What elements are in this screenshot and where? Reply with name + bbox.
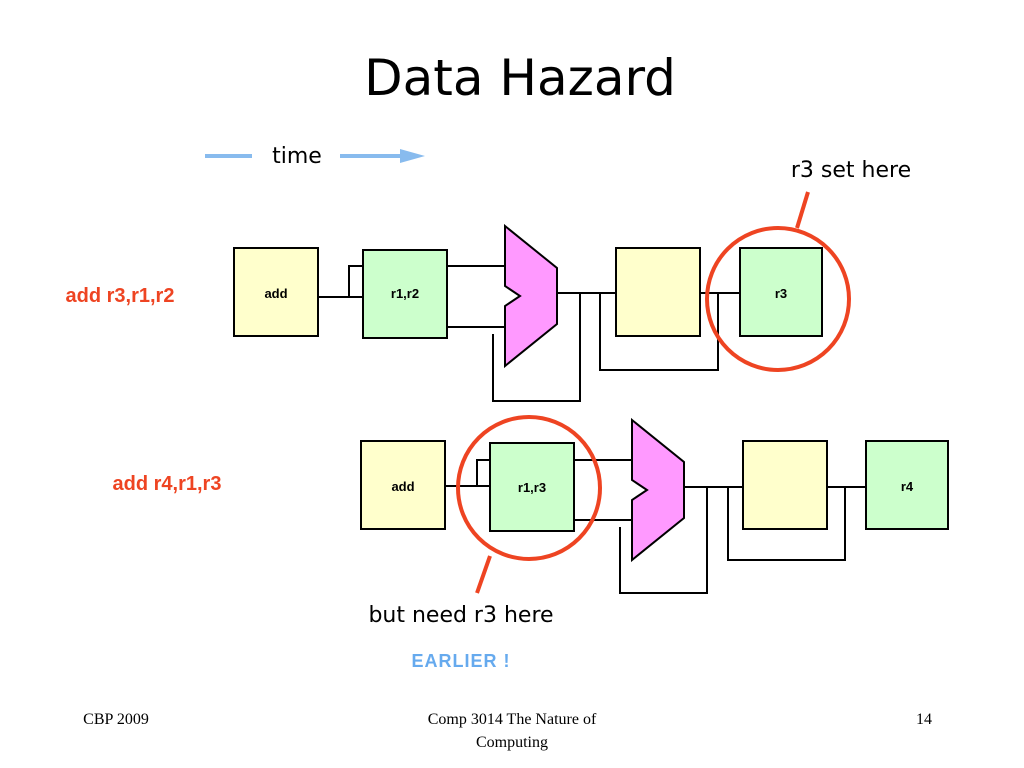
time-label: time: [272, 144, 322, 169]
callout-set-here: r3 set here: [791, 158, 911, 183]
footer-page-number: 14: [916, 711, 932, 728]
footer-left: CBP 2009: [83, 711, 149, 728]
pipeline-2-fetch-label: add: [391, 479, 414, 494]
time-arrow-head: [400, 149, 425, 163]
pipeline-1-alu: [504, 223, 558, 369]
footer-center-line2: Computing: [476, 734, 548, 751]
callout-set-pointer: [795, 191, 810, 229]
pipeline-2: add r4,r1,r3 add r1,r3 r4: [113, 415, 949, 594]
pipeline-1-writeback-label: r3: [775, 286, 787, 301]
pipeline-1: add r3,r1,r2 add r1,r2 r3: [66, 223, 851, 402]
footer-center-line1: Comp 3014 The Nature of: [428, 711, 597, 728]
time-arrow: time: [205, 144, 425, 169]
pipeline-1-decode-stage: [362, 249, 448, 339]
pipeline-2-instruction: add r4,r1,r3: [113, 473, 222, 495]
slide-title: Data Hazard: [364, 49, 676, 107]
pipeline-2-writeback-label: r4: [901, 479, 914, 494]
highlight-circle-r3-set: [705, 226, 851, 372]
pipeline-2-memory-stage: [742, 440, 828, 530]
pipeline-1-instruction: add r3,r1,r2: [66, 285, 175, 307]
pipeline-1-wires: [318, 265, 740, 402]
pipeline-2-fetch-stage: [360, 440, 446, 530]
callout-earlier: EARLIER !: [412, 651, 511, 671]
pipeline-1-writeback-stage: [739, 247, 823, 337]
pipeline-1-fetch-stage: [233, 247, 319, 337]
pipeline-2-writeback-stage: [865, 440, 949, 530]
highlight-circle-r3-needed: [456, 415, 602, 561]
pipeline-2-decode-label: r1,r3: [518, 480, 546, 495]
pipeline-1-decode-label: r1,r2: [391, 286, 419, 301]
pipeline-1-memory-stage: [615, 247, 701, 337]
pipeline-2-alu: [631, 417, 685, 563]
pipeline-1-fetch-label: add: [264, 286, 287, 301]
pipeline-2-decode-stage: [489, 442, 575, 532]
pipeline-2-wires: [445, 459, 866, 594]
callout-need-pointer: [475, 555, 492, 594]
callout-need-here: but need r3 here: [368, 603, 553, 628]
